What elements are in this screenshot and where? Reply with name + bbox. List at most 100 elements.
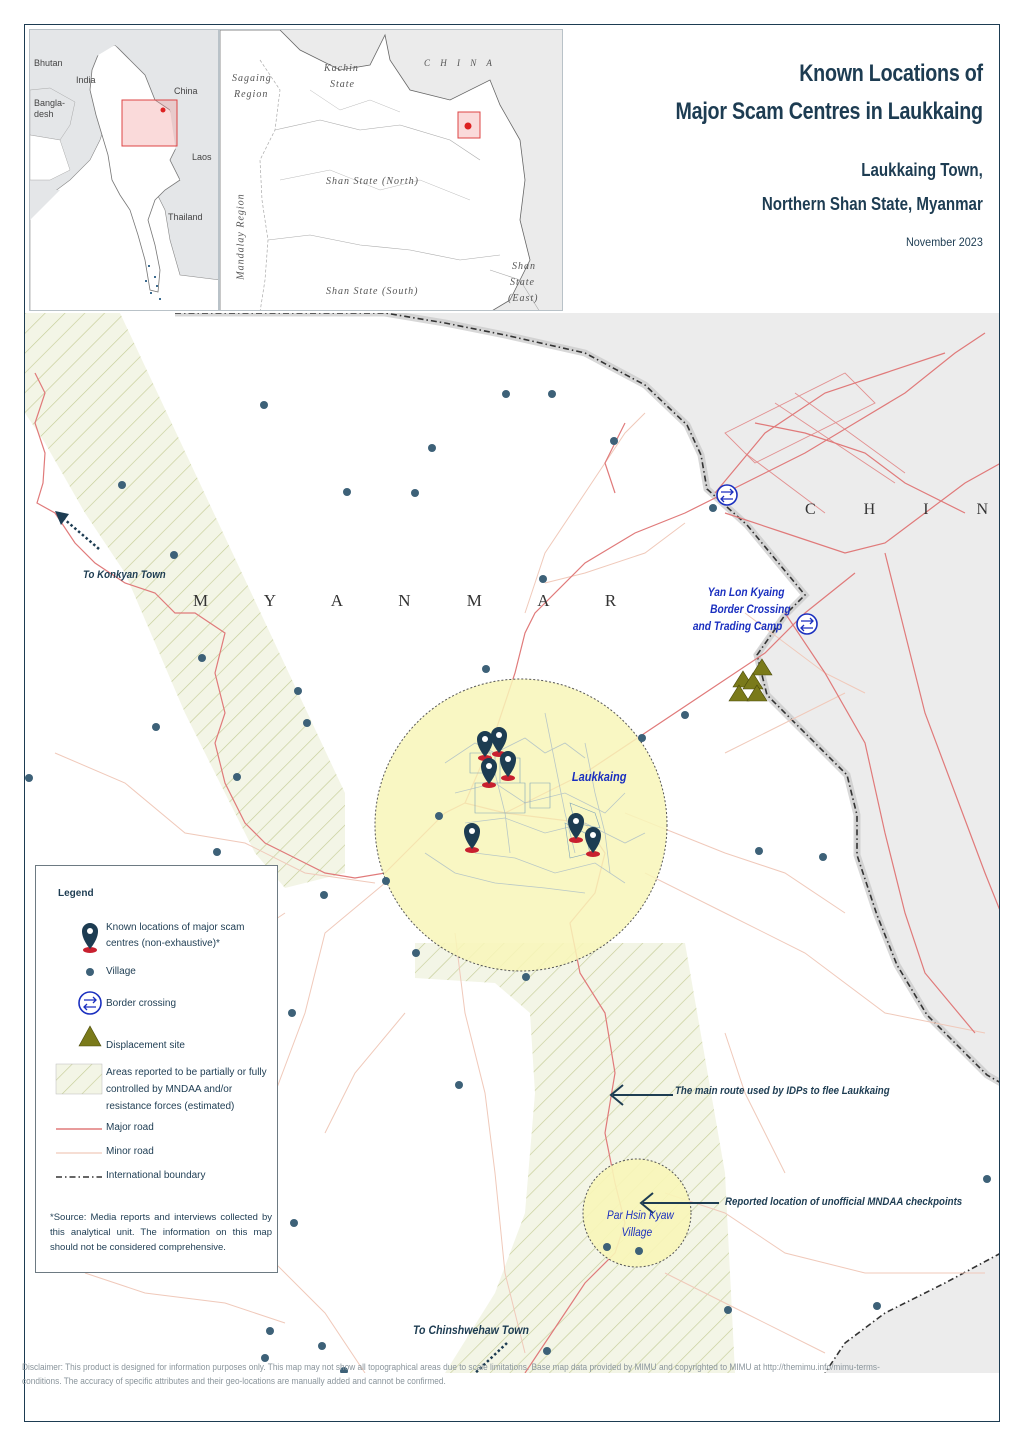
legend-label-displacement-site: Displacement site: [106, 1040, 185, 1051]
legend-minor-road-line-icon: [56, 1152, 102, 1154]
village-dot: [983, 1175, 991, 1183]
village-dot: [428, 444, 436, 452]
label-laukkaing: Laukkaing: [571, 769, 627, 784]
village-dot: [635, 1247, 643, 1255]
village-dot: [638, 734, 646, 742]
inset-label-sagaing-1: Sagaing: [232, 73, 272, 84]
disclaimer: Disclaimer: This product is designed for…: [22, 1362, 880, 1386]
legend-label-major-road: Major road: [106, 1122, 154, 1133]
map-frame: Bhutan India Bangla- desh China Laos Tha…: [24, 24, 1000, 1422]
inset-country-svg: [30, 30, 218, 310]
legend-border-crossing-icon: [78, 991, 102, 1015]
village-dot: [411, 489, 419, 497]
inset-label-china: China: [174, 86, 198, 96]
arrow-to-konkyan: [55, 511, 100, 550]
village-dot: [260, 401, 268, 409]
legend-label-scam-centres: Known locations of major scam centres (n…: [106, 922, 245, 949]
laukkaing-urban-area: [424, 712, 646, 894]
legend-scam-centre-marker-icon: [82, 923, 98, 953]
legend-international-boundary-line-icon: [56, 1176, 102, 1178]
label-to-chinshwehaw: To Chinshwehaw Town: [413, 1323, 529, 1337]
china-area: [395, 313, 999, 1082]
inset-label-kachin-1: Kachin: [324, 63, 359, 74]
village-dot: [382, 877, 390, 885]
label-checkpoints: Reported location of unofficial MNDAA ch…: [725, 1196, 963, 1208]
village-dot: [522, 973, 530, 981]
displacement-triangle: [728, 684, 750, 702]
scam-centre-marker: [500, 751, 516, 781]
header: Bhutan India Bangla- desh China Laos Tha…: [25, 25, 999, 314]
label-china: C H I N A: [805, 501, 999, 518]
controlled-area-south: [415, 943, 735, 1373]
inset-label-laos: Laos: [192, 152, 212, 162]
label-yan-lon-kyaing-3: and Trading Camp: [692, 619, 783, 633]
scam-centre-marker: [481, 758, 497, 788]
village-dot: [233, 773, 241, 781]
village-dot: [455, 1081, 463, 1089]
arrow-to-chinshwehaw: [473, 1342, 508, 1373]
inset-label-bangladesh-1: Bangla-: [34, 98, 66, 108]
village-dot: [343, 488, 351, 496]
inset-label-sagaing-2: Region: [234, 89, 269, 100]
legend-label-international-boundary: International boundary: [106, 1170, 206, 1181]
inset-label-india: India: [76, 75, 96, 85]
scam-centre-marker: [568, 813, 584, 843]
inset-label-shan-north: Shan State (North): [326, 176, 419, 187]
inset-region-svg: [220, 30, 562, 310]
village-dot: [543, 1347, 551, 1355]
map-subtitle-line1: Laukkaing Town,: [861, 160, 983, 180]
village-dot: [681, 711, 689, 719]
legend-title: Legend: [58, 888, 94, 899]
village-dot: [709, 504, 717, 512]
legend-label-border-crossing: Border crossing: [106, 998, 177, 1009]
inset-label-bangladesh-2: desh: [34, 109, 54, 119]
legend-source-note: *Source: Media reports and interviews co…: [50, 1212, 272, 1253]
map-title-line2: Major Scam Centres in Laukkaing: [675, 98, 984, 125]
village-dot: [320, 891, 328, 899]
legend-hatched-area-icon: [55, 1063, 103, 1095]
legend-village-dot-icon: [86, 968, 94, 976]
border-crossing-yan-lon-kyaing-north: [716, 484, 738, 506]
map-subtitle-line2: Northern Shan State, Myanmar: [762, 194, 983, 214]
village-dot: [435, 812, 443, 820]
village-dot: [198, 654, 206, 662]
village-dot: [603, 1243, 611, 1251]
map-title-line1: Known Locations of: [799, 60, 983, 87]
inset-region-map: Sagaing Region Kachin State C H I N A Sh…: [219, 29, 563, 311]
border-crossing-yan-lon-kyaing-south: [796, 613, 818, 635]
label-par-hsin-kyaw-2: Village: [621, 1225, 653, 1239]
inset-label-shan-east-2: State: [510, 277, 535, 288]
village-dot: [213, 848, 221, 856]
village-dot: [724, 1306, 732, 1314]
displacement-triangle: [742, 672, 764, 690]
village-dot: [502, 390, 510, 398]
village-dot: [294, 687, 302, 695]
inset-label-china-region: C H I N A: [424, 58, 496, 68]
laukkaing-circle: [374, 678, 668, 972]
legend-label-controlled-areas: Areas reported to be partially or fully …: [106, 1067, 267, 1112]
inset-country-map: Bhutan India Bangla- desh China Laos Tha…: [29, 29, 219, 311]
inset-label-shan-east-3: (East): [508, 293, 539, 304]
village-dot: [118, 481, 126, 489]
scam-centre-marker: [477, 731, 493, 761]
village-dot: [610, 437, 618, 445]
village-dot: [819, 853, 827, 861]
arrow-main-route: [609, 1084, 673, 1106]
village-dot: [482, 665, 490, 673]
scam-centre-marker: [585, 827, 601, 857]
village-dot: [318, 1342, 326, 1350]
village-dot: [290, 1219, 298, 1227]
map-date: November 2023: [906, 235, 983, 249]
inset-label-mandalay: Mandalay Region: [235, 193, 247, 280]
inset-label-shan-east-1: Shan: [512, 261, 536, 272]
legend-label-village: Village: [106, 966, 136, 977]
legend-label-minor-road: Minor road: [106, 1146, 154, 1157]
inset-label-kachin-2: State: [330, 79, 355, 90]
village-dot: [25, 774, 33, 782]
label-yan-lon-kyaing-2: Border Crossing: [710, 602, 791, 616]
displacement-triangle: [751, 658, 773, 676]
village-dot: [755, 847, 763, 855]
china-area-south: [825, 1254, 999, 1373]
village-dot: [170, 551, 178, 559]
scam-centre-markers: [464, 727, 601, 857]
